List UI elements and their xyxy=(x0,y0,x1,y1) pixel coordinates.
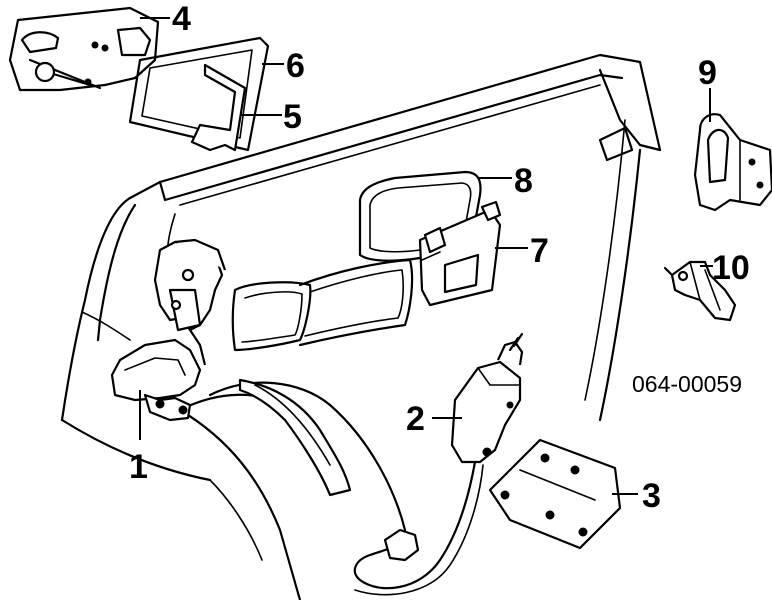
callout-5: 5 xyxy=(283,98,302,136)
callout-3: 3 xyxy=(642,477,661,515)
part-10-hinge-pin xyxy=(663,260,737,322)
part-1-door-latch xyxy=(110,238,227,422)
part-4-handle-assembly xyxy=(8,6,160,92)
callout-1: 1 xyxy=(129,448,148,486)
callout-6: 6 xyxy=(286,47,305,85)
callout-2: 2 xyxy=(406,400,425,438)
part-2-lock-actuator xyxy=(353,332,524,596)
callout-8: 8 xyxy=(514,162,533,200)
callout-4: 4 xyxy=(172,0,191,38)
part-3-mounting-bracket xyxy=(488,438,622,550)
diagram-code: 064-00059 xyxy=(632,371,742,397)
callout-10: 10 xyxy=(712,249,750,287)
leader-lines xyxy=(139,17,713,495)
callout-9: 9 xyxy=(698,54,717,92)
part-7-striker xyxy=(418,200,502,307)
part-9-hinge xyxy=(693,113,772,212)
quarter-panel xyxy=(60,53,662,600)
callout-7: 7 xyxy=(530,232,549,270)
part-8-gasket xyxy=(358,170,482,262)
part-6-gasket xyxy=(128,36,270,152)
part-5-bracket xyxy=(190,63,247,152)
callout-labels: 1 2 3 4 5 6 7 8 9 10 xyxy=(129,0,750,515)
